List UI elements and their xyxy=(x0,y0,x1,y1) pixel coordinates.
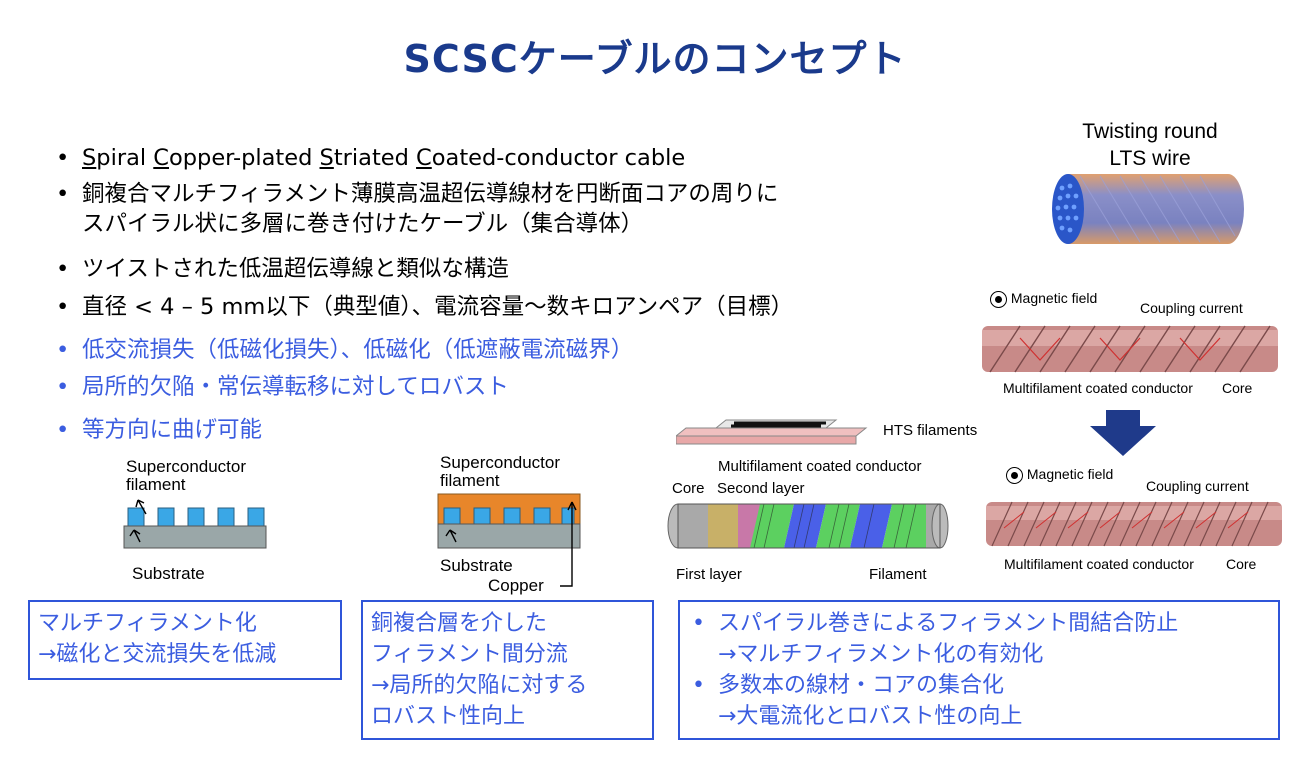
magnetic-field-label-bottom: Magnetic field xyxy=(1006,466,1113,484)
bullet-dot: • xyxy=(692,611,705,636)
multifilament-label-bottom: Multifilament coated conductor xyxy=(1004,556,1194,572)
bullet-dot: • xyxy=(56,374,70,400)
lts-wire-illustration xyxy=(1052,174,1244,244)
bullet-text: ツイストされた低温超伝導線と類似な構造 xyxy=(82,256,509,282)
scsc-cable-illustration xyxy=(667,503,949,549)
core-label: Core xyxy=(672,480,705,497)
bullet-dot: • xyxy=(56,337,70,363)
box-row: →大電流化とロバスト性の向上 xyxy=(688,701,1270,732)
letter-s1: S xyxy=(82,145,97,171)
diagram2-superconductor-label: Superconductor filament xyxy=(440,454,560,490)
summary-box-spiral: • スパイラル巻きによるフィラメント間結合防止 →マルチフィラメント化の有効化 •… xyxy=(678,600,1280,740)
box-row: • 多数本の線材・コアの集合化 xyxy=(688,670,1270,701)
label-line: filament xyxy=(440,471,500,490)
coupling-current-label-top: Coupling current xyxy=(1140,300,1243,316)
magnetic-field-text: Magnetic field xyxy=(1026,466,1114,482)
summary-box-multifilament: マルチフィラメント化 →磁化と交流損失を低減 xyxy=(28,600,342,680)
magnetic-field-text: Magnetic field xyxy=(1010,290,1098,306)
dot-in-circle-icon xyxy=(1006,466,1023,484)
lts-caption: Twisting round LTS wire xyxy=(1050,118,1250,172)
multifilament-label-top: Multifilament coated conductor xyxy=(1003,380,1193,396)
box-row: →マルチフィラメント化の有効化 xyxy=(688,639,1270,670)
bullet-dot: • xyxy=(56,181,70,207)
coupling-current-label-bottom: Coupling current xyxy=(1146,478,1249,494)
dot-in-circle-icon xyxy=(990,290,1007,308)
text-piral: piral xyxy=(96,145,154,171)
bullet-text-scsc: Spiral Copper-plated Striated Coated-con… xyxy=(82,143,685,173)
box-line: フィラメント間分流 xyxy=(371,642,568,667)
bullet-text-line1: 銅複合マルチフィラメント薄膜高温超伝導線材を円断面コアの周りに xyxy=(82,181,779,207)
diagram2-copper-label: Copper xyxy=(488,576,544,595)
label-line: Superconductor xyxy=(440,453,561,472)
box-line: マルチフィラメント化 xyxy=(38,611,257,636)
diagram1-substrate-label: Substrate xyxy=(132,564,205,583)
text-oated: oated-conductor cable xyxy=(431,145,686,171)
bullet-dot: • xyxy=(56,417,70,443)
label-line: Superconductor xyxy=(126,457,247,476)
hts-filaments-label: HTS filaments xyxy=(883,422,978,439)
diagram2-substrate-label: Substrate xyxy=(440,556,513,575)
letter-c2: C xyxy=(416,145,432,171)
lts-caption-line1: Twisting round xyxy=(1082,120,1218,143)
first-layer-label: First layer xyxy=(676,566,742,583)
core-label-bottom: Core xyxy=(1226,556,1257,572)
magnetic-field-label-top: Magnetic field xyxy=(990,290,1097,308)
core-label-top: Core xyxy=(1222,380,1253,396)
box-row: • スパイラル巻きによるフィラメント間結合防止 xyxy=(688,608,1270,639)
box-line: →マルチフィラメント化の有効化 xyxy=(718,642,1044,667)
diagram1-striated-tape xyxy=(123,499,267,549)
diagram1-superconductor-label: Superconductor filament xyxy=(126,458,246,494)
down-arrow-icon xyxy=(1090,410,1156,456)
letter-s2: S xyxy=(319,145,334,171)
hts-filaments-tape xyxy=(676,419,868,445)
bullet-text: 低交流損失（低磁化損失）、低磁化（低遮蔽電流磁界） xyxy=(82,337,634,363)
bullet-text: 局所的欠陥・常伝導転移に対してロバスト xyxy=(82,374,509,400)
bullet-text-line2: スパイラル状に多層に巻き付けたケーブル（集合導体） xyxy=(82,211,644,237)
bullet-text: 等方向に曲げ可能 xyxy=(82,417,263,443)
bullet-text: 直径 < 4 – 5 mm以下（典型値）、電流容量〜数キロアンペア（目標） xyxy=(82,294,794,320)
box-line: 多数本の線材・コアの集合化 xyxy=(718,673,1005,698)
second-layer-label: Second layer xyxy=(717,480,805,497)
box-line: →磁化と交流損失を低減 xyxy=(38,642,277,667)
coupling-cable-bottom xyxy=(986,501,1282,547)
bullet-dot: • xyxy=(56,145,70,171)
text-opper: opper-plated xyxy=(169,145,320,171)
coupling-cable-top xyxy=(982,325,1278,373)
box-line: ロバスト性向上 xyxy=(371,704,526,729)
bullet-dot: • xyxy=(56,256,70,282)
lts-caption-line2: LTS wire xyxy=(1109,147,1191,170)
box-line: 銅複合層を介した xyxy=(371,611,548,636)
summary-box-copper: 銅複合層を介した フィラメント間分流 →局所的欠陥に対する ロバスト性向上 xyxy=(361,600,654,740)
label-line: filament xyxy=(126,475,186,494)
box-line: →大電流化とロバスト性の向上 xyxy=(718,704,1023,729)
page-title: SCSCケーブルのコンセプト xyxy=(403,37,907,81)
filament-label: Filament xyxy=(869,566,927,583)
multifilament-cc-label: Multifilament coated conductor xyxy=(718,458,922,475)
box-line: →局所的欠陥に対する xyxy=(371,673,588,698)
text-triated: triated xyxy=(333,145,417,171)
bullet-dot: • xyxy=(692,673,705,698)
bullet-dot: • xyxy=(56,294,70,320)
letter-c1: C xyxy=(153,145,169,171)
diagram2-copper-tape xyxy=(437,493,581,587)
box-line: スパイラル巻きによるフィラメント間結合防止 xyxy=(718,611,1179,636)
